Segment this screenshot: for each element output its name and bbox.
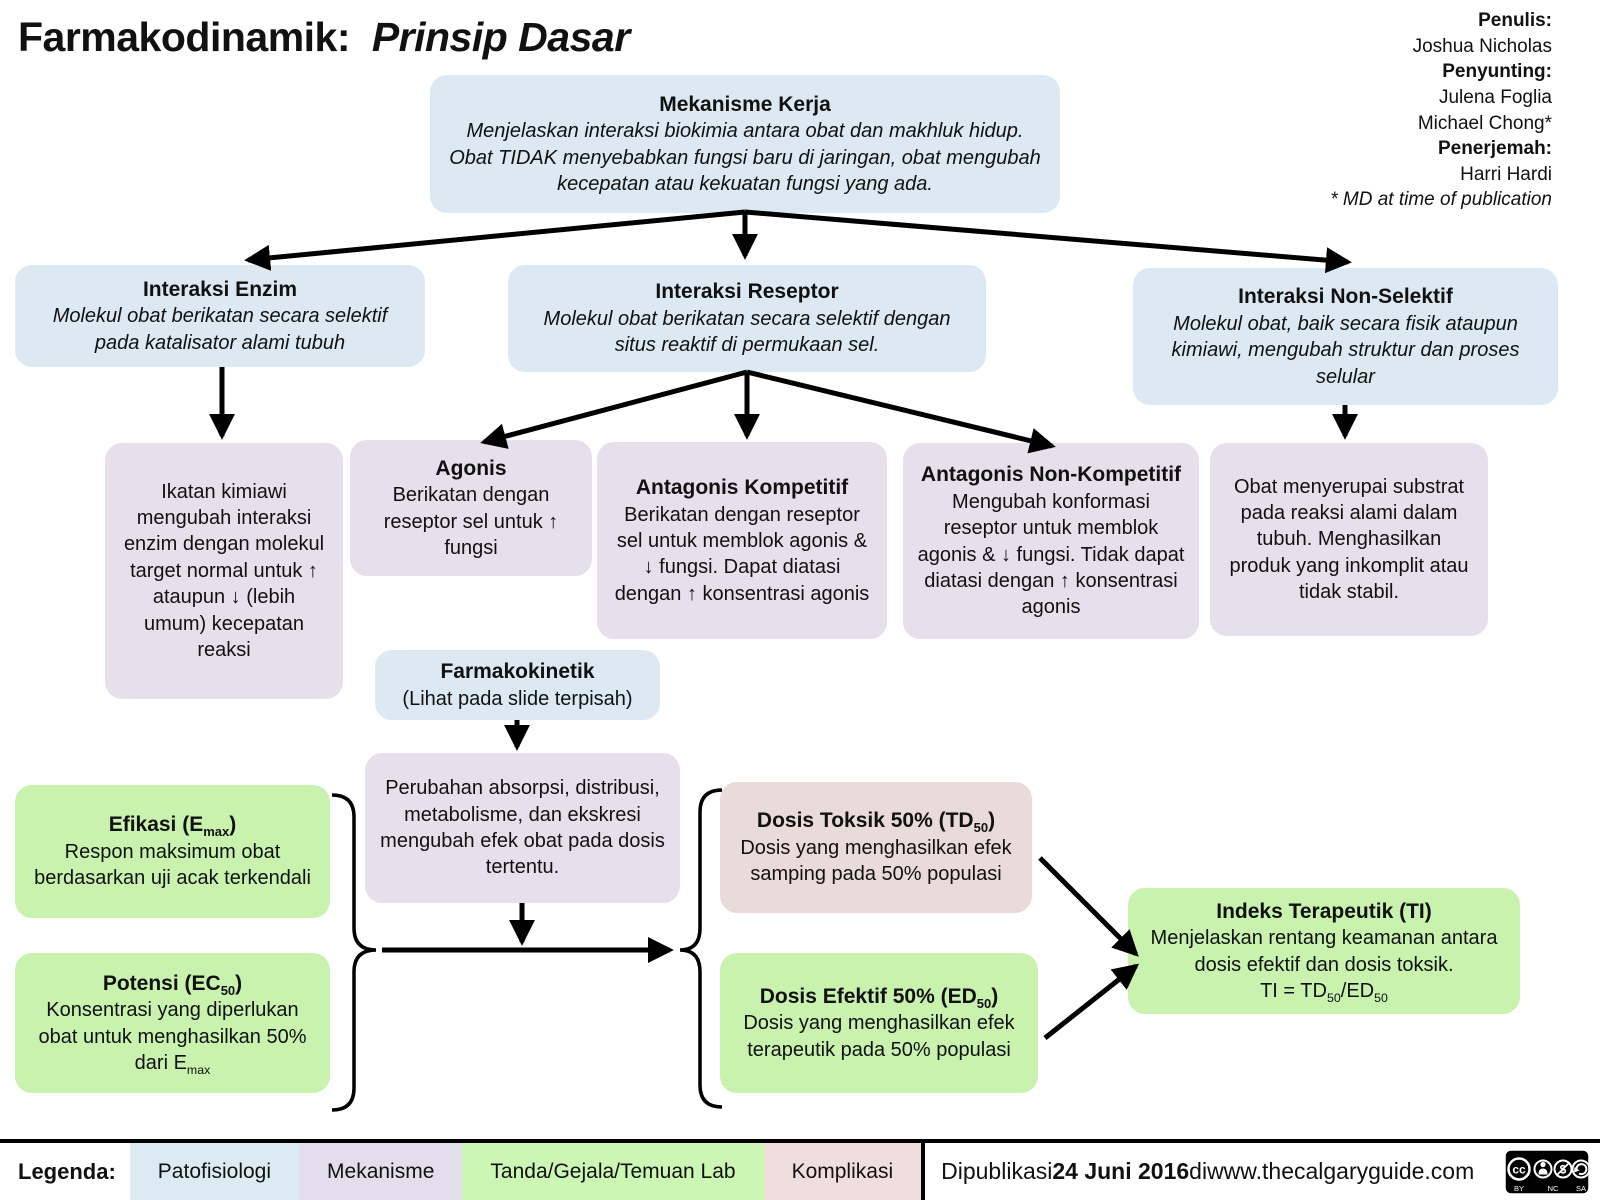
node-mekanisme-kerja-body: Menjelaskan interaksi biokimia antara ob… <box>449 120 1041 196</box>
node-farmakokinetik-body: (Lihat pada slide terpisah) <box>402 687 633 710</box>
node-indeks-terapeutik-title: Indeks Terapeutik (TI) <box>1216 899 1432 923</box>
page-title-subtitle <box>361 14 372 60</box>
credits-penulis-name: Joshua Nicholas <box>1412 35 1552 57</box>
arrow-toksik-to-ti <box>1038 856 1139 957</box>
legend-chip-mekanisme: Mekanisme <box>299 1143 463 1200</box>
arrow-mekanisme-to-nonselektif <box>744 209 1352 274</box>
efikasi-subscript: max <box>203 824 230 840</box>
cc-by-text: BY <box>1514 1184 1524 1193</box>
credits-block: Penulis: Joshua Nicholas Penyunting: Jul… <box>1330 8 1552 213</box>
arrow-mekanisme-to-enzim <box>244 209 746 271</box>
node-perubahan-adme-body: Perubahan absorpsi, distribusi, metaboli… <box>380 777 665 879</box>
node-interaksi-non-selektif-title: Interaksi Non-Selektif <box>1238 285 1453 309</box>
node-obat-menyerupai-body: Obat menyerupai substrat pada reaksi ala… <box>1229 475 1469 604</box>
node-farmakokinetik: Farmakokinetik (Lihat pada slide terpisa… <box>375 650 660 720</box>
publish-site-url: www.thecalgaryguide.com <box>1207 1158 1475 1184</box>
node-dosis-efektif-title: Dosis Efektif 50% (ED50) <box>759 984 999 1011</box>
node-interaksi-reseptor: Interaksi Reseptor Molekul obat berikata… <box>508 265 986 372</box>
credits-md-note: * MD at time of publication <box>1330 189 1552 211</box>
legend-chip-tanda-gejala: Tanda/Gejala/Temuan Lab <box>462 1143 764 1200</box>
node-indeks-terapeutik: Indeks Terapeutik (TI) Menjelaskan renta… <box>1128 888 1520 1014</box>
arrow-efektif-to-ti <box>1043 963 1140 1040</box>
publish-pre: Dipublikasi <box>941 1158 1053 1184</box>
node-antagonis-kompetitif: Antagonis Kompetitif Berikatan dengan re… <box>597 442 887 639</box>
node-ikatan-kimiawi: Ikatan kimiawi mengubah interaksi enzim … <box>105 443 343 699</box>
cc-by-nc-sa-icon: cc $ BY NC SA <box>1504 1148 1590 1195</box>
node-obat-menyerupai: Obat menyerupai substrat pada reaksi ala… <box>1210 443 1488 636</box>
potensi-body-subscript: max <box>186 1063 211 1078</box>
credits-penerjemah-name: Harri Hardi <box>1460 163 1552 185</box>
cc-nc-text: NC <box>1548 1184 1559 1193</box>
node-mekanisme-kerja-title: Mekanisme Kerja <box>659 92 831 116</box>
node-antagonis-kompetitif-title: Antagonis Kompetitif <box>635 475 849 499</box>
node-agonis: Agonis Berikatan dengan reseptor sel unt… <box>350 440 592 576</box>
brace-right-group <box>679 788 723 1109</box>
node-potensi-body: Konsentrasi yang diperlukan obat untuk m… <box>38 999 307 1078</box>
page-title: Farmakodinamik: Prinsip Dasar <box>18 14 630 61</box>
node-interaksi-non-selektif: Interaksi Non-Selektif Molekul obat, bai… <box>1133 268 1558 405</box>
toksik-subscript: 50 <box>973 820 989 836</box>
node-antagonis-kompetitif-body: Berikatan dengan reseptor sel untuk memb… <box>614 503 870 605</box>
node-potensi: Potensi (EC50) Konsentrasi yang diperluk… <box>15 953 330 1093</box>
node-mekanisme-kerja: Mekanisme Kerja Menjelaskan interaksi bi… <box>430 75 1060 213</box>
node-dosis-toksik-body: Dosis yang menghasilkan efek samping pad… <box>740 836 1012 886</box>
credits-penyunting-name-1: Julena Foglia <box>1438 86 1552 108</box>
publish-date: 24 Juni 2016 <box>1052 1158 1190 1184</box>
node-interaksi-enzim-title: Interaksi Enzim <box>142 277 298 301</box>
node-farmakokinetik-title: Farmakokinetik <box>440 659 595 683</box>
legend-chip-komplikasi: Komplikasi <box>763 1143 922 1200</box>
node-antagonis-non-kompetitif: Antagonis Non-Kompetitif Mengubah konfor… <box>903 443 1199 639</box>
cc-sa-text: SA <box>1576 1184 1586 1193</box>
node-antagonis-non-kompetitif-body: Mengubah konformasi reseptor untuk membl… <box>917 490 1185 619</box>
node-indeks-terapeutik-formula: TI = TD50/ED50 <box>1260 980 1388 1006</box>
node-dosis-toksik: Dosis Toksik 50% (TD50) Dosis yang mengh… <box>720 782 1032 913</box>
legend-chip-patofisiologi: Patofisiologi <box>129 1143 300 1200</box>
efektif-subscript: 50 <box>976 995 992 1011</box>
credits-penyunting-name-2: Michael Chong* <box>1417 112 1552 134</box>
node-interaksi-enzim-body: Molekul obat berikatan secara selektif p… <box>52 305 388 354</box>
credits-penulis-label: Penulis: <box>1478 10 1552 31</box>
footer-bar: Legenda: Patofisiologi Mekanisme Tanda/G… <box>0 1139 1600 1200</box>
node-interaksi-reseptor-body: Molekul obat berikatan secara selektif d… <box>543 307 951 357</box>
node-efikasi: Efikasi (Emax) Respon maksimum obat berd… <box>15 785 330 918</box>
page-title-subtitle-text: Prinsip Dasar <box>371 14 630 60</box>
potensi-subscript: 50 <box>220 982 236 998</box>
publish-info: Dipublikasi 24 Juni 2016 di www.thecalga… <box>921 1143 1504 1200</box>
node-antagonis-non-kompetitif-title: Antagonis Non-Kompetitif <box>920 463 1182 487</box>
node-potensi-title: Potensi (EC50) <box>102 971 243 998</box>
node-dosis-efektif-body: Dosis yang menghasilkan efek terapeutik … <box>743 1012 1015 1061</box>
credits-penyunting-label: Penyunting: <box>1442 61 1552 83</box>
node-efikasi-title: Efikasi (Emax) <box>108 813 237 840</box>
publish-mid: di <box>1189 1158 1208 1184</box>
node-dosis-toksik-title: Dosis Toksik 50% (TD50) <box>756 809 996 836</box>
node-efikasi-body: Respon maksimum obat berdasarkan uji aca… <box>34 840 311 890</box>
node-perubahan-adme: Perubahan absorpsi, distribusi, metaboli… <box>365 753 680 903</box>
legend-label: Legenda: <box>18 1158 116 1184</box>
node-interaksi-enzim: Interaksi Enzim Molekul obat berikatan s… <box>15 265 425 367</box>
node-agonis-title: Agonis <box>435 456 507 480</box>
node-indeks-terapeutik-body: Menjelaskan rentang keamanan antara dosi… <box>1150 927 1498 976</box>
cc-license-badge: cc $ BY NC SA <box>1504 1148 1590 1195</box>
node-ikatan-kimiawi-body: Ikatan kimiawi mengubah interaksi enzim … <box>123 480 325 661</box>
node-dosis-efektif: Dosis Efektif 50% (ED50) Dosis yang meng… <box>720 953 1038 1093</box>
page-title-main: Farmakodinamik: <box>18 14 351 60</box>
svg-text:cc: cc <box>1512 1162 1526 1176</box>
node-interaksi-non-selektif-body: Molekul obat, baik secara fisik ataupun … <box>1171 312 1520 388</box>
node-interaksi-reseptor-title: Interaksi Reseptor <box>655 280 839 304</box>
arrow-reseptor-to-agonis <box>480 369 748 449</box>
credits-penerjemah-label: Penerjemah: <box>1437 138 1552 160</box>
node-agonis-body: Berikatan dengan reseptor sel untuk ↑ fu… <box>383 484 559 560</box>
arrow-reseptor-to-antnonkomp <box>746 369 1056 454</box>
